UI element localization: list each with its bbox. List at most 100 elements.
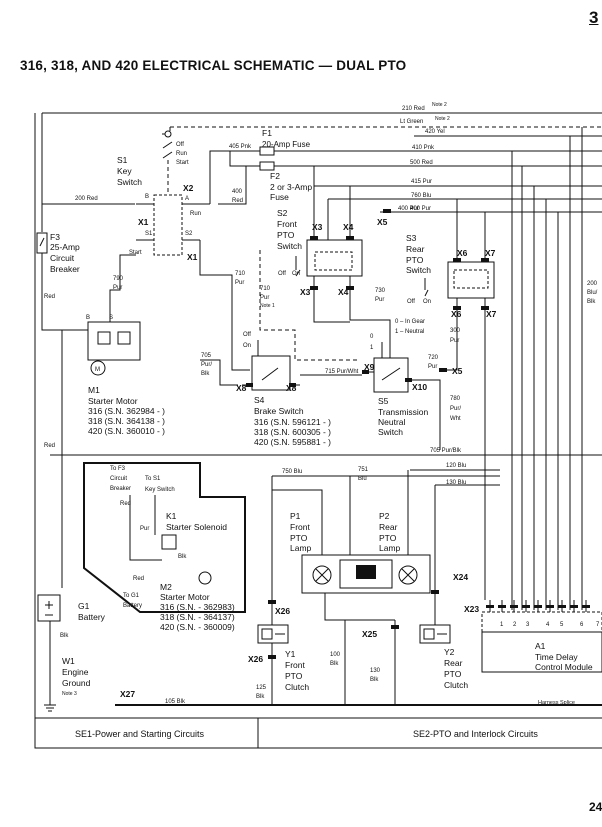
harness-splice-label: Harness Splice (538, 700, 575, 706)
connector-x2: X2 (183, 183, 194, 193)
s1-start2: Start (129, 250, 142, 256)
wire-label-130: 130 Blu (446, 480, 466, 486)
f2-fuse-symbol (259, 161, 275, 171)
f3-line1: 25-Amp (50, 242, 80, 252)
m1-motor-symbol: M (95, 367, 100, 373)
a1-name: A1 (535, 641, 546, 651)
m1-name: M1 (88, 385, 100, 395)
s4-line2: 316 (S.N. 596121 - ) (254, 417, 331, 427)
front-pto-switch-s2 (295, 166, 363, 290)
s4-line3: 318 (S.N. 600305 - ) (254, 427, 331, 437)
wire-label-710b: 710 (260, 286, 271, 292)
f3-name: F3 (50, 232, 60, 242)
wire-label-705-purblk: 705 Pur/Blk (430, 448, 462, 454)
k1-breaker: Breaker (110, 486, 131, 492)
a1-pin-1: 1 (500, 622, 504, 628)
k1-solenoid-symbol (161, 534, 177, 550)
s1-run2: Run (190, 211, 201, 217)
rear-pto-switch-s3 (424, 199, 495, 310)
wire-label-400: 400 (232, 189, 243, 195)
wire-label-105: 105 Blk (165, 699, 186, 705)
wire-label-710b-pur: Pur (260, 295, 269, 301)
m2-line3: 318 (S.N. - 364137) (160, 612, 235, 622)
k1-blk: Blk (178, 554, 187, 560)
p2-line1: Rear (379, 522, 398, 532)
s1-off: Off (176, 142, 184, 148)
wire-label-705: 705 (201, 353, 212, 359)
s4-name: S4 (254, 395, 265, 405)
s1-run: Run (176, 151, 187, 157)
top-wire-bus (42, 112, 602, 213)
wire-label-790: 790 (113, 276, 124, 282)
s2-line3: Switch (277, 241, 302, 251)
m1-terminal-b: B (86, 315, 90, 321)
connector-x23: X23 (464, 604, 479, 614)
w1-line1: Engine (62, 667, 89, 677)
f1-name: F1 (262, 128, 272, 138)
s3-off: Off (407, 299, 415, 305)
wire-label-415: 415 Pur (411, 179, 432, 185)
a1-pin-6: 6 (580, 622, 584, 628)
k1-red: Red (120, 501, 131, 507)
s5-one: 1 (370, 345, 374, 351)
k1-to-g1: To G1 (123, 593, 140, 599)
connector-x9: X9 (364, 362, 375, 372)
s1-terminal-s1: S1 (145, 231, 153, 237)
k1-keyswitch: Key Switch (145, 487, 175, 493)
s5-line1: Transmission (378, 407, 428, 417)
wire-label-780: 780 (450, 396, 461, 402)
s4-line1: Brake Switch (254, 406, 304, 416)
m2-motor-symbol (198, 571, 212, 585)
wire-label-760: 760 Blu (411, 193, 431, 199)
s1-terminal-b: B (145, 194, 149, 200)
pto-lamp-panel (301, 554, 431, 594)
k1-name: K1 (166, 511, 177, 521)
wire-label-ltgreen: Lt Green (400, 119, 423, 125)
wire-label-200-blk: Blk (587, 299, 596, 305)
p2-name: P2 (379, 511, 390, 521)
wire-label-200-right: 200 (587, 281, 598, 287)
wire-label-720: 720 (428, 355, 439, 361)
section-se2-label: SE2-PTO and Interlock Circuits (413, 729, 538, 739)
schematic-frame (34, 113, 602, 749)
wire-400-red (218, 166, 247, 205)
wire-label-400-x5: 400 Pur (398, 206, 419, 212)
right-bus-verticals (511, 127, 583, 610)
wire-label-420: 420 Yel (425, 129, 445, 135)
p2-line2: PTO (379, 533, 397, 543)
m2-line4: 420 (S.N. - 360009) (160, 622, 235, 632)
s5-neutral: 1 – Neutral (395, 329, 424, 335)
a1-line1: Time Delay (535, 652, 578, 662)
connector-x26-top: X26 (275, 606, 290, 616)
page-title: 316, 318, AND 420 ELECTRICAL SCHEMATIC —… (20, 58, 407, 73)
time-delay-module-a1 (481, 600, 602, 673)
wire-label-300: 300 (450, 328, 461, 334)
connector-x7-bottom: X7 (486, 309, 497, 319)
s1-name: S1 (117, 155, 128, 165)
s1-terminal-s2: S2 (185, 231, 193, 237)
wire-790-pur (109, 254, 136, 322)
s3-on: On (423, 299, 431, 305)
s4-off: Off (243, 332, 251, 338)
s3-name: S3 (406, 233, 417, 243)
s3-line1: Rear (406, 244, 425, 254)
wire-label-750: 750 Blu (282, 469, 302, 475)
wire-label-410: 410 Pnk (412, 145, 435, 151)
s1-terminal-a: A (185, 196, 189, 202)
wire-label-720-pur: Pur (428, 364, 437, 370)
connector-x24: X24 (453, 572, 468, 582)
s1-line1: Key (117, 166, 132, 176)
starter-motor-m1 (87, 321, 141, 376)
connector-x26-bottom: X26 (248, 654, 263, 664)
f2-name: F2 (270, 171, 280, 181)
connector-x5-bottom: X5 (452, 366, 463, 376)
connector-x10: X10 (412, 382, 427, 392)
f1-desc: 20-Amp Fuse (262, 140, 311, 149)
s1-start: Start (176, 160, 189, 166)
wire-label-210: 210 Red (402, 106, 425, 112)
brake-switch-s4 (242, 340, 300, 391)
key-switch-s1 (136, 130, 210, 256)
wire-710-pur (199, 240, 250, 371)
m2-line1: Starter Motor (160, 592, 210, 602)
